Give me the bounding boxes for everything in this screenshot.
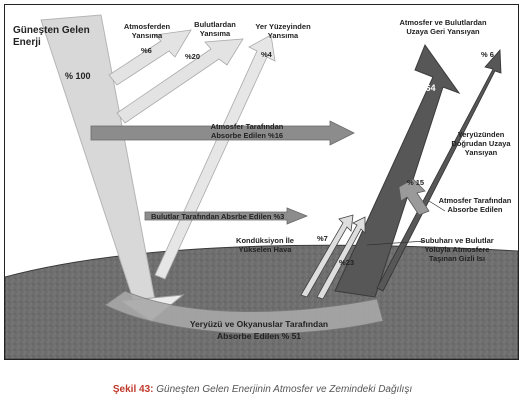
- cloud-reflection-arrow: [116, 38, 244, 124]
- atmosphere-absorb-arrow: [90, 120, 355, 146]
- atmosphere-absorb-small-percent: % 15: [407, 178, 424, 187]
- caption-text: Güneşten Gelen Enerjinin Atmosfer ve Zem…: [156, 384, 413, 395]
- connector-absorb-15: [428, 200, 446, 212]
- latent-heat-arrow: [316, 216, 366, 300]
- space-return-arrow: [334, 43, 461, 298]
- incoming-percent: % 100: [65, 71, 91, 81]
- figure-caption: Şekil 43: Güneşten Gelen Enerjinin Atmos…: [0, 384, 525, 395]
- atmosphere-reflection-arrow: [108, 29, 192, 86]
- cloud-absorb-arrow: [144, 207, 309, 225]
- surface-absorbed-band: [104, 290, 384, 334]
- cloud-absorb-label: Bulutlar Tarafından Absrbe Edilen %3: [151, 212, 284, 221]
- direct-space-percent: % 6: [481, 50, 494, 59]
- direct-space-arrow: [376, 48, 502, 292]
- caption-label: Şekil 43:: [112, 384, 154, 395]
- latent-heat-percent: %23: [339, 258, 354, 267]
- ground-reflection-percent: %4: [261, 50, 273, 59]
- connector-latent: [366, 240, 426, 246]
- space-return-percent: % 64: [415, 83, 436, 93]
- atmosphere-reflection-percent: %6: [141, 46, 152, 55]
- cloud-reflection-percent: %20: [185, 52, 200, 61]
- convection-percent: %7: [317, 234, 328, 243]
- convection-arrow: [300, 214, 354, 298]
- atmosphere-absorb-small-arrow: [398, 178, 430, 216]
